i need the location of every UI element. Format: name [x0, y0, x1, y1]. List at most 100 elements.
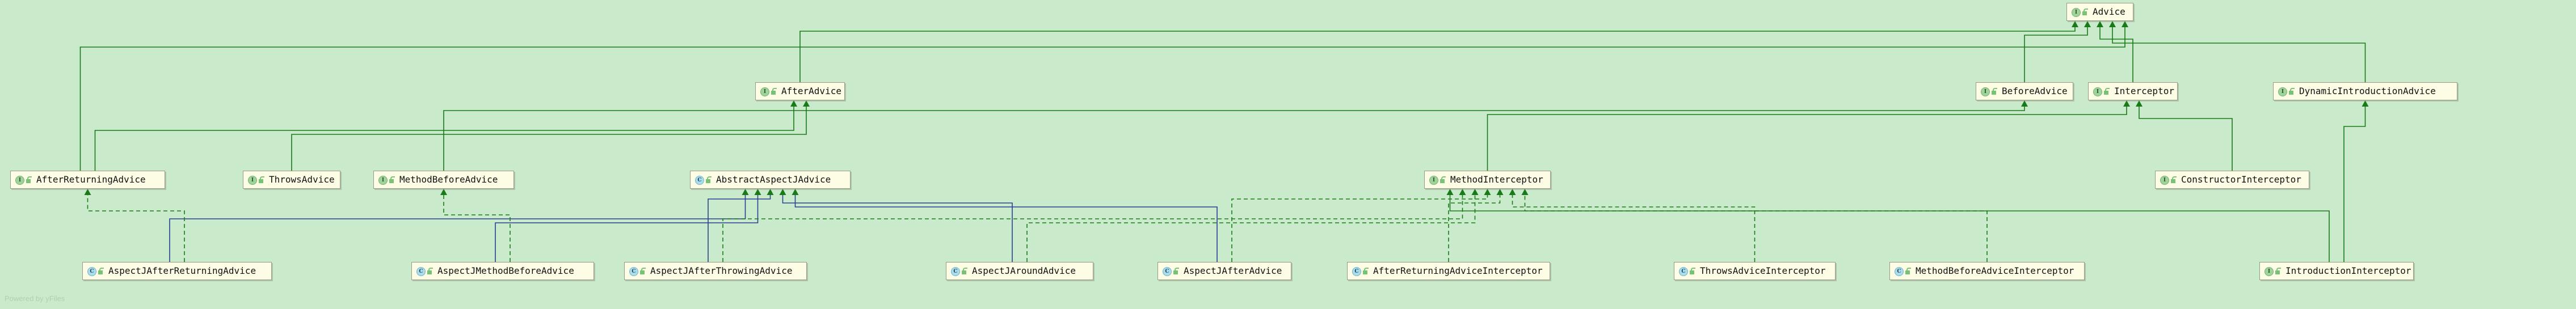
class-icon: C	[950, 266, 960, 276]
lock-icon	[1689, 266, 1696, 276]
class-node-label: ConstructorInterceptor	[2181, 174, 2301, 185]
edge-arrowhead	[2021, 100, 2028, 107]
class-node-label: AspectJAroundAdvice	[972, 265, 1076, 276]
lock-icon	[961, 266, 968, 276]
edge-arrowhead	[790, 100, 797, 107]
edge-arrowhead	[767, 189, 774, 195]
interface-icon: I	[2093, 87, 2102, 96]
edge-arrowhead	[84, 189, 91, 195]
watermark: Powered by yFiles	[5, 294, 65, 303]
class-node-abstract-aspectj-advice[interactable]: C AbstractAspectJAdvice	[690, 171, 851, 189]
lock-icon	[639, 266, 646, 276]
edge-line	[2024, 27, 2088, 82]
class-node-label: AfterAdvice	[781, 86, 841, 96]
lock-icon	[258, 175, 265, 184]
edge-arrowhead	[2072, 21, 2078, 27]
edge-line	[1448, 195, 1501, 262]
class-node-label: MethodInterceptor	[1450, 174, 1543, 185]
edge-line	[2343, 107, 2366, 262]
class-node-dynamic-introduction-advice[interactable]: I DynamicIntroductionAdvice	[2273, 82, 2457, 100]
edge-line	[1231, 195, 1488, 262]
edge-arrowhead	[742, 189, 749, 195]
edge-arrowhead	[803, 100, 810, 107]
lock-icon	[97, 266, 104, 276]
edge-arrowhead	[1484, 189, 1491, 195]
class-node-label: ThrowsAdviceInterceptor	[1700, 265, 1826, 276]
class-node-interceptor[interactable]: I Interceptor	[2088, 82, 2178, 100]
class-node-after-advice[interactable]: I AfterAdvice	[755, 82, 845, 100]
class-node-label: AspectJAfterAdvice	[1184, 265, 1282, 276]
class-icon: C	[1894, 266, 1904, 276]
edge-line	[794, 195, 1218, 262]
class-icon: C	[416, 266, 426, 276]
lock-icon	[2274, 266, 2282, 276]
class-node-label: DynamicIntroductionAdvice	[2299, 86, 2436, 96]
interface-icon: I	[2071, 7, 2081, 17]
class-node-label: IntroductionInterceptor	[2285, 265, 2411, 276]
lock-icon	[2081, 7, 2089, 16]
interface-icon: I	[378, 175, 388, 185]
edge-arrowhead	[754, 189, 761, 195]
class-node-label: ThrowsAdvice	[269, 174, 335, 185]
edge-arrowhead	[1509, 189, 1516, 195]
class-icon: C	[1162, 266, 1172, 276]
lock-icon	[25, 175, 32, 184]
class-node-label: AspectJAfterReturningAdvice	[108, 265, 256, 276]
class-node-aspectj-after-advice[interactable]: C AspectJAfterAdvice	[1157, 262, 1291, 280]
edge-line	[799, 27, 2076, 82]
edge-line	[1512, 195, 1756, 262]
interface-icon: I	[760, 87, 769, 96]
edge-arrowhead	[792, 189, 799, 195]
class-node-aspectj-around-advice[interactable]: C AspectJAroundAdvice	[946, 262, 1093, 280]
edge-arrowhead	[2084, 21, 2091, 27]
edge-arrowhead	[1521, 189, 1529, 195]
edge-arrowhead	[2123, 100, 2130, 107]
edge-arrowhead	[779, 189, 786, 195]
class-icon: C	[694, 175, 704, 185]
edge-arrowhead	[2362, 100, 2369, 107]
interface-icon: I	[1980, 87, 1990, 96]
edge-arrowhead	[2097, 21, 2103, 27]
class-node-label: Advice	[2093, 6, 2125, 17]
edge-line	[169, 195, 746, 262]
edge-line	[291, 107, 807, 171]
edge-line	[2112, 27, 2366, 82]
edge-arrowhead	[2122, 21, 2128, 27]
edge-line	[708, 195, 771, 262]
edge-arrowhead	[440, 189, 447, 195]
edge-line	[495, 195, 759, 262]
edge-line	[1026, 195, 1476, 262]
class-node-label: AbstractAspectJAdvice	[716, 174, 831, 185]
lock-icon	[388, 175, 395, 184]
edge-line	[443, 107, 2025, 171]
edge-line	[1449, 195, 2330, 262]
lock-icon	[2288, 87, 2295, 96]
edge-arrowhead	[1459, 189, 1466, 195]
interface-icon: I	[15, 175, 24, 185]
class-node-method-before-advice-interceptor[interactable]: C MethodBeforeAdviceInterceptor	[1889, 262, 2085, 280]
lock-icon	[1362, 266, 1369, 276]
class-node-label: MethodBeforeAdviceInterceptor	[1916, 265, 2074, 276]
class-node-advice[interactable]: I Advice	[2066, 3, 2133, 21]
edge-arrowhead	[2109, 21, 2116, 27]
edge-line	[722, 195, 1463, 262]
interface-icon: I	[2160, 175, 2169, 185]
interface-icon: I	[2278, 87, 2287, 96]
edge-line	[87, 195, 185, 262]
class-node-label: Interceptor	[2114, 86, 2174, 96]
class-node-constructor-interceptor[interactable]: I ConstructorInterceptor	[2155, 171, 2309, 189]
lock-icon	[1990, 87, 1998, 96]
lock-icon	[2103, 87, 2110, 96]
